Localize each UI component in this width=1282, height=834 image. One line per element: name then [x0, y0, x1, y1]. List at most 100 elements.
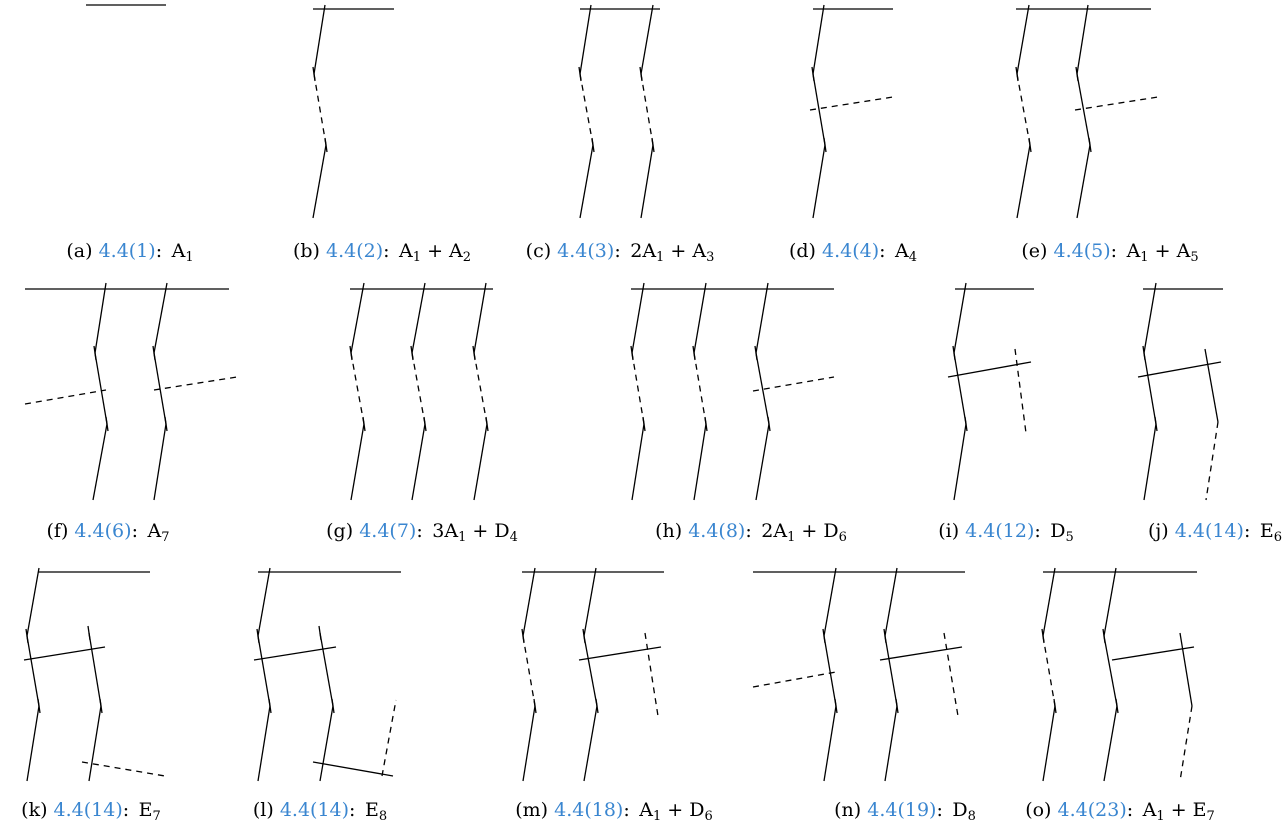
- panel-m-chain-2-upper: [583, 567, 597, 637]
- caption-reference-link[interactable]: 4.4(2): [325, 240, 384, 262]
- caption-reference-link[interactable]: 4.4(6): [74, 520, 132, 542]
- panel-h-chain-3-bend-tick-2: [767, 416, 771, 432]
- panel-e-chain-1-upper: [1016, 4, 1030, 75]
- caption-letter: (b): [292, 240, 320, 262]
- caption-reference-link[interactable]: 4.4(18): [554, 799, 624, 821]
- panel-f-branch-1: [24, 389, 107, 405]
- caption-label: E6: [1259, 520, 1282, 545]
- panel-g-chain-2-upper: [411, 282, 426, 354]
- panel-i-chain-1-upper: [953, 282, 967, 354]
- caption-reference-link[interactable]: 4.4(4): [821, 240, 880, 262]
- panel-i-chain-1-bend-tick-1: [952, 345, 956, 361]
- caption-panel-a: (a) 4.4(1): A1: [66, 240, 194, 265]
- panel-e-chain-2-middle: [1076, 73, 1091, 146]
- caption-label: A1 + E7: [1142, 799, 1215, 824]
- panel-g-chain-1-upper: [350, 282, 365, 354]
- panel-m-chain-1-lower: [522, 705, 536, 782]
- panel-g-chain-2-bend-tick-2: [423, 416, 427, 432]
- panel-o-chain-1-bend-tick-1: [1041, 628, 1045, 644]
- panel-k-chain-1-middle: [26, 635, 40, 707]
- panel-h-chain-2-middle: [693, 352, 707, 425]
- panel-b-chain-1-bend-tick-2: [324, 137, 328, 153]
- caption-label: A1: [171, 240, 194, 265]
- panel-n-chain-1-middle: [823, 635, 837, 707]
- caption-reference-link[interactable]: 4.4(14): [53, 799, 123, 821]
- panel-e-chain-1-bend-tick-1: [1015, 66, 1019, 82]
- panel-o-chain-1-lower: [1042, 705, 1056, 782]
- caption-letter: (g): [326, 520, 354, 542]
- panel-c-chain-1-bend-tick-1: [578, 66, 582, 82]
- caption-panel-n: (n) 4.4(19): D8: [834, 799, 976, 824]
- panel-n-chain-2-middle: [884, 635, 898, 707]
- caption-reference-link[interactable]: 4.4(3): [557, 240, 615, 262]
- panel-h-chain-1-lower: [631, 423, 645, 501]
- panel-g-chain-3-middle: [473, 352, 488, 425]
- caption-reference-link[interactable]: 4.4(1): [98, 240, 156, 262]
- panel-g-chain-1-bend-tick-2: [362, 416, 366, 432]
- caption-letter: (e): [1021, 240, 1048, 262]
- panel-m-branch-2: [644, 632, 659, 717]
- panel-k-branch-2: [81, 761, 166, 777]
- panel-j-chain-1-bend-tick-2: [1154, 416, 1158, 432]
- caption-reference-link[interactable]: 4.4(14): [279, 799, 350, 821]
- panel-g-chain-1-bend-tick-1: [349, 345, 353, 361]
- panel-e-chain-2-bend-tick-2: [1088, 137, 1092, 153]
- caption-panel-i: (i) 4.4(12): D5: [938, 520, 1074, 545]
- caption-panel-f: (f) 4.4(6): A7: [46, 520, 170, 545]
- panel-h-chain-1-middle: [631, 352, 645, 425]
- panel-k-chain-2-middle: [88, 632, 102, 707]
- caption-label: D8: [952, 799, 976, 824]
- caption-panel-l: (l) 4.4(14): E8: [252, 799, 388, 824]
- panel-h-chain-1-bend-tick-2: [642, 416, 646, 432]
- panel-k-chain-1-bend-tick-2: [37, 698, 41, 714]
- panel-h-chain-3-upper: [755, 282, 769, 354]
- panel-n-branch-2: [879, 646, 963, 661]
- caption-reference-link[interactable]: 4.4(8): [688, 520, 746, 542]
- caption-label: A1 + A5: [1126, 240, 1199, 265]
- caption-label: 2A1 + D6: [761, 520, 847, 545]
- caption-letter: (n): [834, 799, 862, 821]
- caption-panel-g: (g) 4.4(7): 3A1 + D4: [326, 520, 518, 545]
- caption-letter: (l): [252, 799, 274, 821]
- caption-reference-link[interactable]: 4.4(14): [1174, 520, 1244, 542]
- panel-f-chain-2-bend-tick-1: [152, 345, 156, 361]
- panel-m-chain-1-middle: [522, 635, 536, 707]
- caption-reference-link[interactable]: 4.4(5): [1053, 240, 1111, 262]
- panel-f-chain-2-lower: [153, 423, 167, 501]
- panel-m-chain-2-bend-tick-1: [582, 628, 586, 644]
- panel-b-chain-1-middle: [313, 73, 327, 146]
- panel-f-chain-2-bend-tick-2: [164, 416, 168, 432]
- caption-letter: (m): [515, 799, 549, 821]
- panel-n-branch-1: [752, 671, 837, 688]
- panel-l-branch-2: [312, 761, 394, 777]
- panel-h-chain-1-bend-tick-1: [630, 345, 634, 361]
- panel-g-chain-1-lower: [350, 423, 365, 501]
- caption-label: A4: [895, 240, 918, 265]
- panel-o-chain-1-upper: [1042, 567, 1056, 637]
- caption-panel-d: (d) 4.4(4): A4: [788, 240, 918, 265]
- panel-k-branch-1: [23, 646, 106, 661]
- panel-h-branch-1: [752, 376, 835, 392]
- panel-n-chain-1-lower: [823, 705, 837, 782]
- panel-f-branch-2: [153, 376, 238, 391]
- caption-reference-link[interactable]: 4.4(19): [867, 799, 937, 821]
- caption-label: A7: [147, 520, 170, 545]
- panel-c-chain-2-upper: [640, 4, 654, 75]
- caption-letter: (i): [938, 520, 960, 542]
- caption-reference-link[interactable]: 4.4(7): [359, 520, 417, 542]
- panel-m-chain-1-upper: [522, 567, 536, 637]
- caption-label: E8: [364, 799, 388, 824]
- panel-c-chain-2-bend-tick-1: [639, 66, 643, 82]
- caption-reference-link[interactable]: 4.4(12): [965, 520, 1035, 542]
- panel-f-chain-2-upper: [153, 282, 168, 354]
- panel-f-chain-1-bend-tick-1: [93, 345, 97, 361]
- panel-k-chain-2-lower: [88, 705, 102, 782]
- caption-reference-link[interactable]: 4.4(23): [1057, 799, 1127, 821]
- panel-o-chain-1-bend-tick-2: [1053, 698, 1057, 714]
- panel-g-chain-2-lower: [411, 423, 426, 501]
- panel-n-chain-2-lower: [884, 705, 898, 782]
- caption-letter: (a): [66, 240, 93, 262]
- panel-l-chain-1-bend-tick-2: [268, 698, 272, 714]
- panel-k-chain-2-bend-tick-1: [87, 625, 91, 641]
